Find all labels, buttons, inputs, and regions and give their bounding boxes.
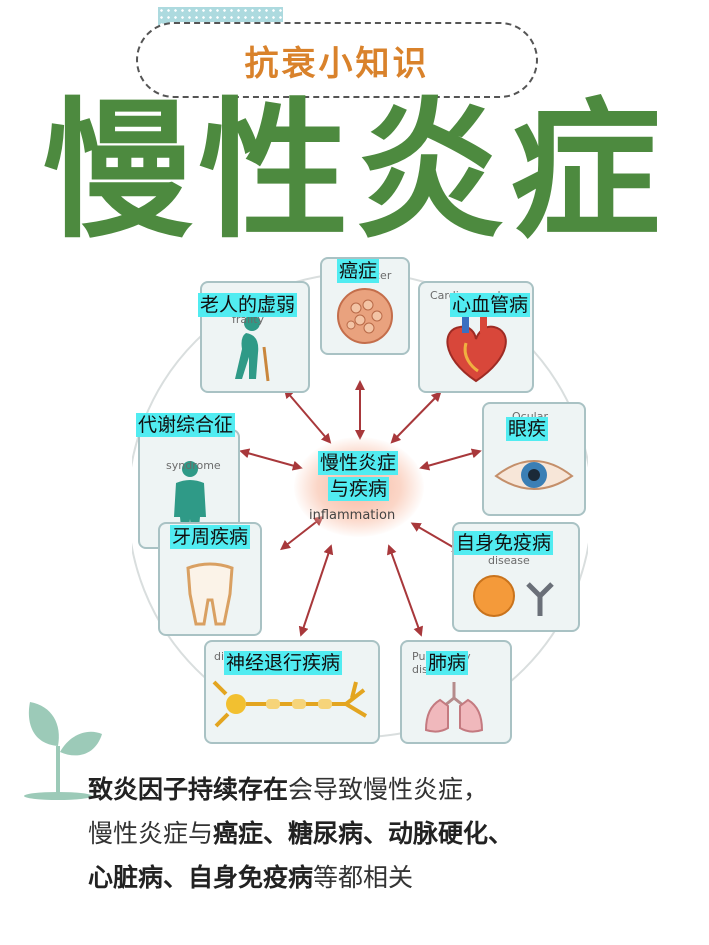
lungs-icon (424, 682, 484, 733)
summary-line-1: 致炎因子持续存在会导致慢性炎症， (88, 768, 688, 812)
autoimmune-label: 自身免疫病 (454, 531, 554, 555)
center-label-line2: 与疾病 (328, 477, 390, 501)
pulmonary-label: 肺病 (426, 651, 469, 675)
summary-text-2: 慢性炎症与 (88, 819, 214, 848)
tag-label: 抗衰小知识 (244, 43, 430, 84)
tag-frame: 抗衰小知识 (136, 22, 538, 98)
summary-bold-1: 致炎因子持续存在 (88, 775, 289, 804)
eye-icon (494, 460, 574, 490)
arrows (239, 380, 482, 637)
neuro-label: 神经退行疾病 (224, 651, 343, 675)
metabolic-english: syndrome (166, 459, 221, 472)
summary-paragraph: 致炎因子持续存在会导致慢性炎症， 慢性炎症与癌症、糖尿病、动脉硬化、 心脏病、自… (88, 768, 688, 900)
center-english: inflammation (309, 508, 396, 523)
summary-bold-3: 心脏病、自身免疫病 (88, 863, 314, 892)
autoimmune-english: disease (488, 554, 530, 567)
tooth-icon (186, 562, 234, 626)
periodontal-label: 牙周疾病 (170, 525, 251, 549)
neuron-icon (212, 680, 368, 728)
summary-line-3: 心脏病、自身免疫病等都相关 (88, 856, 688, 900)
ocular-label: 眼疾 (506, 417, 549, 441)
cancer-label: 癌症 (337, 259, 380, 283)
summary-text-3: 等都相关 (313, 863, 414, 892)
cardio-label: 心血管病 (450, 293, 531, 317)
heart-icon (446, 313, 507, 383)
metabolic-label: 代谢综合征 (136, 413, 236, 437)
center-label-line1: 慢性炎症 (318, 451, 399, 475)
elderly-person-icon (235, 315, 270, 382)
inflammation-diagram: 慢性炎症 与疾病 inflammation cer 癌症 frailty 老人的… (132, 257, 588, 745)
frailty-label: 老人的虚弱 (198, 293, 298, 317)
summary-text-1: 会导致慢性炎症， (288, 775, 489, 804)
immune-cell-icon (473, 575, 554, 617)
cancer-cell-icon (337, 288, 393, 344)
page-title: 慢性炎症 (42, 85, 667, 259)
summary-line-2: 慢性炎症与癌症、糖尿病、动脉硬化、 (88, 812, 688, 856)
sprout-icon (24, 702, 102, 800)
summary-bold-2: 癌症、糖尿病、动脉硬化、 (213, 819, 514, 848)
